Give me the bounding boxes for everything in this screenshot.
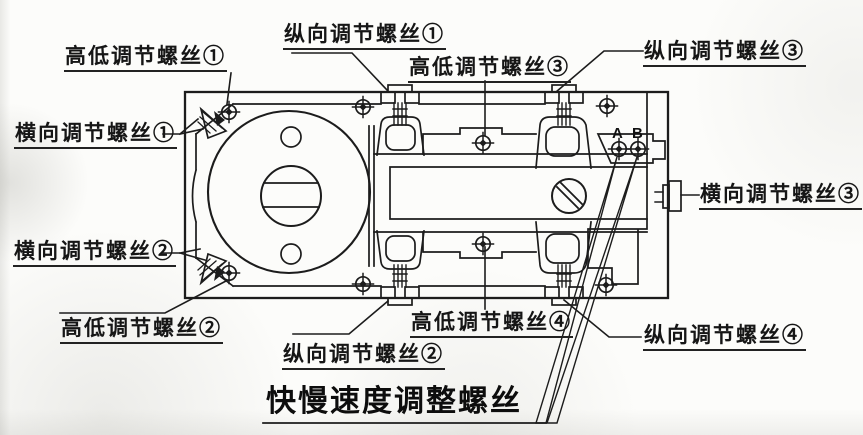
hub-slot bbox=[262, 182, 320, 208]
label-height-screw-2: 高低调节螺丝② bbox=[60, 317, 223, 345]
speed-screw-leaders bbox=[262, 156, 638, 424]
label-height-screw-1: 高低调节螺丝① bbox=[64, 45, 227, 73]
ab-platform bbox=[596, 133, 666, 164]
outer-housing-rect bbox=[183, 90, 670, 300]
label-height-screw-3: 高低调节螺丝③ bbox=[408, 56, 571, 84]
wedge-screw-bottom-left bbox=[197, 252, 228, 286]
label-height-screw-4: 高低调节螺丝④ bbox=[410, 311, 573, 339]
barrel-section bbox=[368, 125, 648, 267]
label-longitudinal-screw-3: 纵向调节螺丝③ bbox=[643, 40, 806, 68]
lateral-screw-3-body bbox=[654, 180, 682, 212]
slotted-screw-head bbox=[551, 178, 587, 214]
right-wall-and-foot bbox=[587, 92, 648, 285]
label-longitudinal-screw-2: 纵向调节螺丝② bbox=[282, 343, 445, 371]
label-longitudinal-screw-1: 纵向调节螺丝① bbox=[283, 23, 446, 51]
wedge-screw-top-left bbox=[197, 106, 228, 140]
label-lateral-screw-1: 横向调节螺丝① bbox=[14, 122, 177, 150]
mounting-plate-circle bbox=[206, 109, 372, 275]
screw-bosses bbox=[376, 116, 592, 274]
leader-lines bbox=[59, 50, 700, 338]
label-longitudinal-screw-4: 纵向调节螺丝④ bbox=[643, 324, 806, 352]
label-point-b: B bbox=[632, 125, 643, 142]
label-speed-adjust-screw: 快慢速度调整螺丝 bbox=[266, 385, 522, 418]
label-lateral-screw-2: 横向调节螺丝② bbox=[13, 240, 176, 268]
label-point-a: A bbox=[612, 125, 623, 142]
label-lateral-screw-3: 横向调节螺丝③ bbox=[699, 183, 862, 211]
